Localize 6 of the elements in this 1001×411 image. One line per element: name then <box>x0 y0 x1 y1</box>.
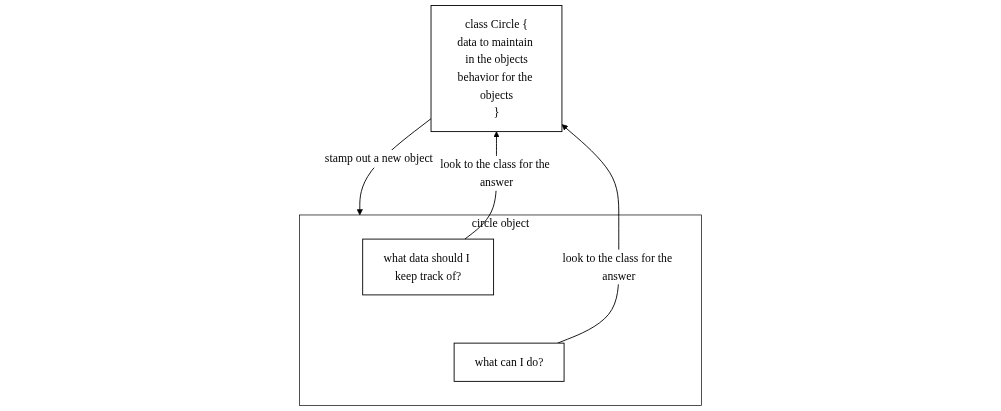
edge-label: look to the class for the answer <box>440 157 550 189</box>
edge-label: stamp out a new object <box>324 151 433 166</box>
node-box: class Circle { data to maintain in the objects behavior for the objects } <box>430 5 563 133</box>
node-box: what can I do? <box>453 342 565 382</box>
node-box: what data should I keep track of? <box>362 238 495 296</box>
edge-label: look to the class for the answer <box>562 251 673 283</box>
